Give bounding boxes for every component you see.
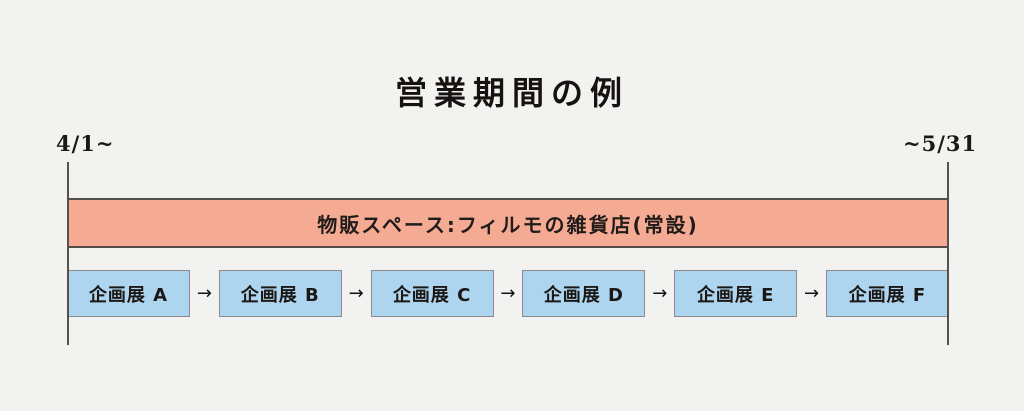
arrow-right-icon: → [652, 282, 668, 304]
exhibition-label: 企画展 A [88, 284, 169, 306]
exhibition-box-f: 企画展 F [825, 270, 949, 317]
exhibition-label: 企画展 B [240, 284, 320, 306]
exhibition-label: 企画展 E [696, 284, 775, 306]
exhibition-label: 企画展 C [392, 284, 472, 306]
exhibition-box-b: 企画展 B [218, 270, 342, 317]
arrow-right-icon: → [500, 282, 516, 304]
exhibition-label: 企画展 F [848, 284, 927, 306]
arrow-right-icon: → [348, 282, 364, 304]
exhibition-timeline-row: 企画展 A → 企画展 B → 企画展 C → 企画展 D → 企画展 E → … [67, 270, 949, 317]
exhibition-box-e: 企画展 E [674, 270, 798, 317]
arrow-right-icon: → [196, 282, 212, 304]
timeline-end-tick [947, 162, 949, 345]
timeline-start-tick [67, 162, 69, 345]
arrow-right-icon: → [803, 282, 820, 304]
permanent-space-bar: 物販スペース:フィルモの雑貨店(常設) [67, 198, 949, 248]
timeline-start-label: 4/1~ [56, 131, 115, 156]
exhibition-box-c: 企画展 C [370, 270, 494, 317]
permanent-space-label: 物販スペース:フィルモの雑貨店(常設) [317, 212, 699, 237]
exhibition-box-d: 企画展 D [522, 270, 646, 317]
exhibition-box-a: 企画展 A [67, 270, 190, 317]
exhibition-label: 企画展 D [543, 284, 624, 306]
diagram-title: 営業期間の例 [394, 74, 629, 112]
timeline-end-label: ~5/31 [903, 131, 978, 156]
